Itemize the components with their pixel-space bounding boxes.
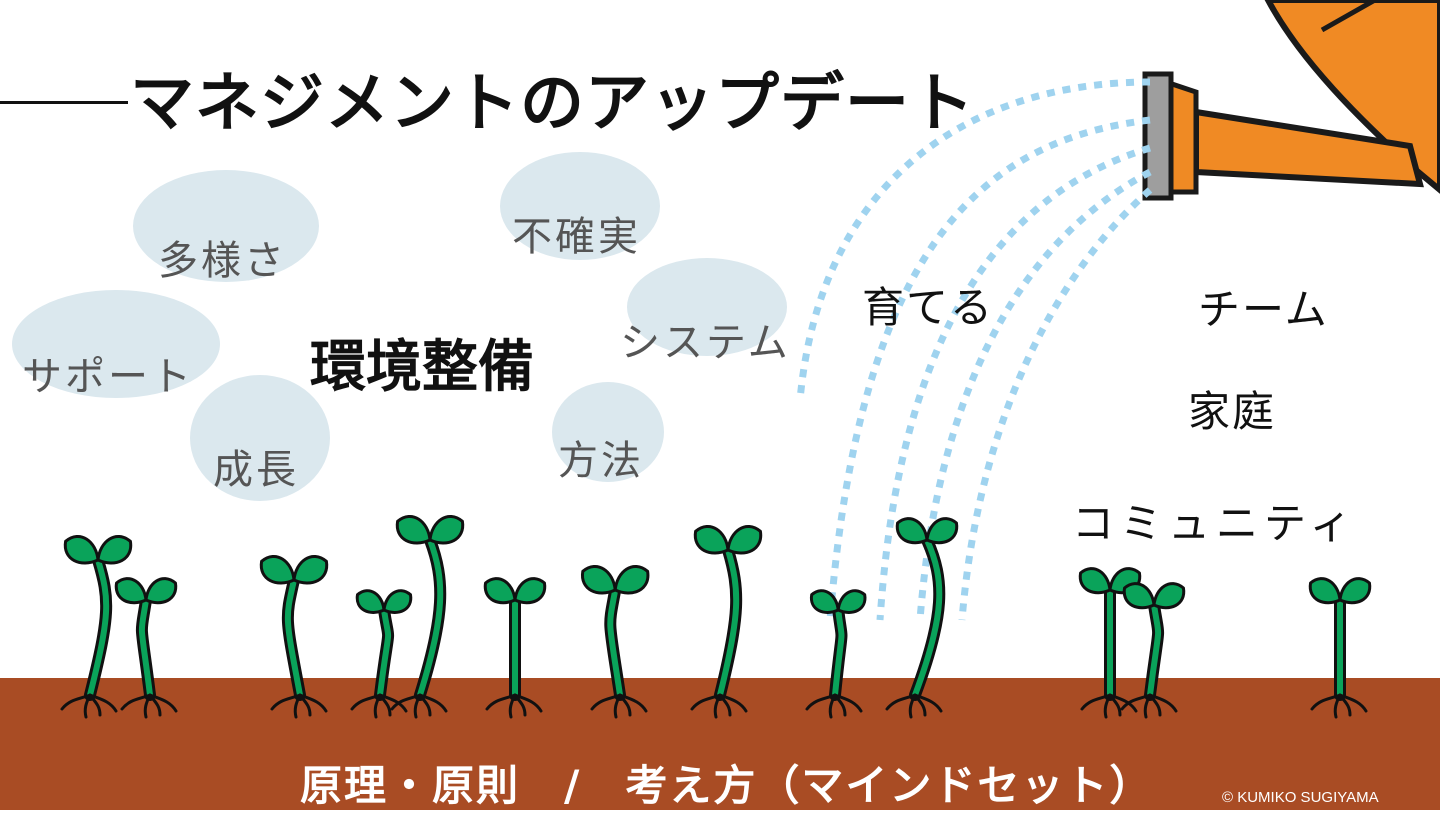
watering-can-icon (1145, 0, 1440, 198)
center-word: 環境整備 (310, 322, 534, 403)
word-family: 家庭 (1188, 378, 1276, 439)
word-nurture: 育てる (862, 274, 994, 335)
footer-caption: 原理・原則 / 考え方（マインドセット） (300, 752, 1153, 813)
word-diversity: 多様さ (158, 228, 287, 286)
copyright: © KUMIKO SUGIYAMA (1222, 789, 1379, 806)
page-title: マネジメントのアップデート (130, 52, 975, 144)
title-rule (0, 101, 128, 104)
word-community: コミュニティ (1072, 490, 1357, 551)
word-growth: 成長 (213, 437, 299, 495)
word-method: 方法 (558, 428, 644, 486)
word-support: サポート (22, 344, 194, 402)
word-uncertainty: 不確実 (512, 204, 641, 262)
word-team: チーム (1198, 276, 1329, 337)
word-system: システム (620, 310, 791, 368)
